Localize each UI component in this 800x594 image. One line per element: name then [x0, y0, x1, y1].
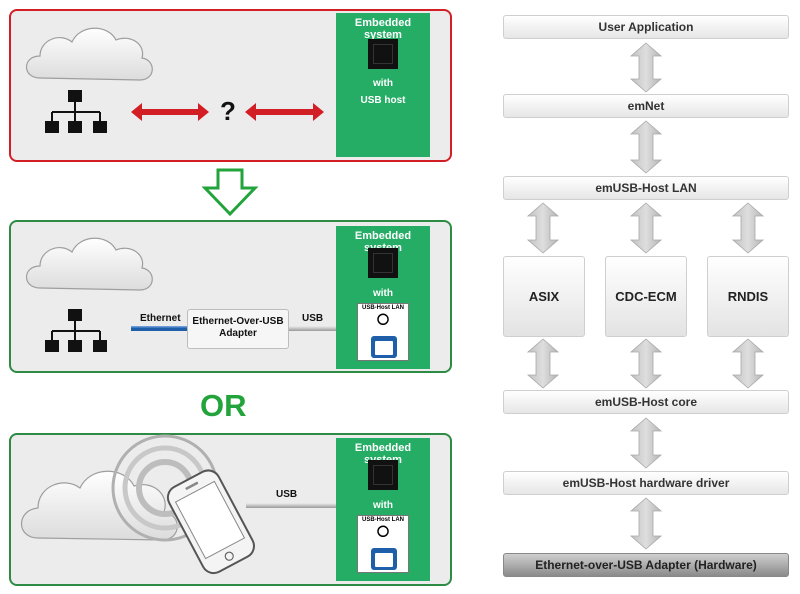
cloud-icon	[25, 27, 153, 81]
usb-label: USB	[276, 489, 298, 500]
driver-asix: ASIX	[503, 256, 585, 337]
adapter-label-line2: Adapter	[219, 328, 257, 339]
layer-emusb-host-hardware-driver: emUSB-Host hardware driver	[503, 471, 789, 495]
smartphone-icon	[166, 469, 255, 575]
usb-icon: ⭘	[376, 312, 390, 329]
usb-label: USB	[302, 313, 324, 324]
usb-host-lan-label: USB-Host LAN	[362, 517, 404, 523]
adapter-label-line1: Ethernet-Over-USB	[192, 316, 284, 327]
red-double-arrow-icon	[245, 103, 324, 121]
board-title: Embedded system	[354, 17, 412, 41]
layer-emusb-host-lan: emUSB-Host LAN	[503, 176, 789, 200]
usb-cable	[289, 326, 337, 331]
driver-rndis: RNDIS	[707, 256, 789, 337]
usb-host-lan-card: USB-Host LAN ⭘	[357, 303, 409, 361]
ethernet-label: Ethernet	[140, 313, 181, 324]
driver-cdc-ecm: CDC-ECM	[605, 256, 687, 337]
network-tree-icon	[45, 90, 107, 133]
embedded-system-board: Embedded system with USB host	[336, 13, 430, 157]
board-with-label: with	[373, 78, 393, 89]
network-tree-icon	[45, 309, 107, 352]
ethernet-cable-highlight	[131, 326, 187, 328]
embedded-system-board: Embedded system with USB-Host LAN ⭘	[336, 438, 430, 581]
red-double-arrow-icon	[131, 103, 209, 121]
cloud-icon	[25, 237, 153, 291]
ethernet-over-usb-adapter: Ethernet-Over-USB Adapter	[187, 309, 289, 349]
microcontroller-chip-icon	[368, 39, 398, 69]
down-arrow-icon	[201, 168, 259, 217]
stack-double-arrow-icon	[526, 42, 765, 550]
cloud-icon	[21, 470, 178, 541]
board-usb-host-label: USB host	[360, 95, 406, 106]
layer-emusb-host-core: emUSB-Host core	[503, 390, 789, 414]
ethernet-port-icon	[371, 336, 397, 358]
board-with-label: with	[373, 288, 393, 299]
layer-emnet: emNet	[503, 94, 789, 118]
ethernet-cable	[131, 326, 187, 331]
usb-host-lan-card: USB-Host LAN ⭘	[357, 515, 409, 573]
microcontroller-chip-icon	[368, 248, 398, 278]
layer-ethernet-over-usb-adapter-hardware: Ethernet-over-USB Adapter (Hardware)	[503, 553, 789, 577]
usb-cable	[246, 503, 337, 508]
board-with-label: with	[373, 500, 393, 511]
ethernet-port-icon	[371, 548, 397, 570]
microcontroller-chip-icon	[368, 460, 398, 490]
question-mark: ?	[220, 96, 236, 126]
layer-user-application: User Application	[503, 15, 789, 39]
or-label: OR	[200, 388, 247, 423]
usb-icon: ⭘	[376, 524, 390, 541]
embedded-system-board: Embedded system with USB-Host LAN ⭘	[336, 226, 430, 369]
usb-host-lan-label: USB-Host LAN	[362, 305, 404, 311]
